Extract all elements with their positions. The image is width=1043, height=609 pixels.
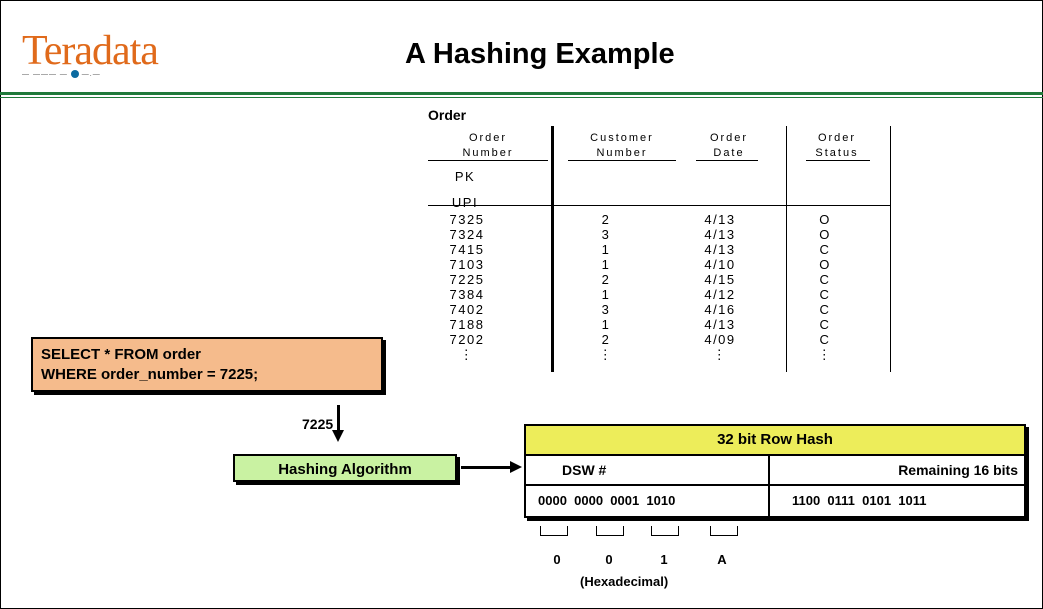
header-line: Status — [815, 147, 859, 159]
table-caption: Order — [428, 107, 467, 123]
table-cell: 7202 — [449, 332, 485, 347]
header-line: Order — [468, 132, 508, 144]
header-underline — [568, 160, 676, 161]
hex-digit: 0 — [553, 552, 561, 567]
pk-label: PK — [454, 169, 476, 184]
pk-row-divider — [428, 205, 890, 206]
dsw-label: DSW # — [562, 456, 762, 486]
table-cell: 7188 — [449, 317, 485, 332]
header-line: Order — [817, 132, 857, 144]
logo-tagline-graphic: — ——— — —.— — [22, 70, 101, 78]
nibble-bracket — [596, 526, 624, 536]
table-cell: 4/09 — [704, 332, 736, 347]
row-hash-title: 32 bit Row Hash — [526, 426, 1024, 456]
pk-upi-labels: PK UPI — [440, 164, 490, 216]
table-cell: 4/13 — [704, 227, 736, 242]
header-line: Number — [462, 147, 514, 159]
sql-line: SELECT * FROM order — [41, 346, 202, 363]
input-value-label: 7225 — [302, 416, 334, 432]
table-cell: 7225 — [449, 272, 485, 287]
table-cell: ⋮ — [459, 347, 475, 362]
upi-label: UPI — [451, 195, 479, 210]
table-cell: 4/15 — [704, 272, 736, 287]
table-cell: 1 — [601, 317, 611, 332]
col-header-customer-number: Customer Number — [562, 131, 682, 161]
dsw-bits: 0000 0000 0001 1010 — [538, 493, 676, 508]
table-cell: C — [819, 287, 831, 302]
slide-title: A Hashing Example — [405, 38, 675, 70]
table-cell: 1 — [601, 257, 611, 272]
table-cell: 1 — [601, 242, 611, 257]
table-cell: 4/12 — [704, 287, 736, 302]
col-header-order-number: Order Number — [428, 131, 548, 161]
nibble-bracket — [651, 526, 679, 536]
table-cell: O — [819, 212, 831, 227]
header-line: Order — [709, 132, 749, 144]
title-rule-thin — [0, 97, 1043, 98]
nibble-bracket — [710, 526, 738, 536]
hashing-algorithm-box: Hashing Algorithm — [233, 454, 457, 482]
table-cell: 4/16 — [704, 302, 736, 317]
column-separator — [551, 126, 554, 372]
header-line: Date — [713, 147, 745, 159]
table-cell: 3 — [601, 302, 611, 317]
col-header-order-status: Order Status — [792, 131, 882, 161]
table-cell: C — [819, 302, 831, 317]
header-underline — [428, 160, 548, 161]
table-cell: 4/13 — [704, 242, 736, 257]
down-arrow-head-icon — [332, 430, 344, 442]
header-underline — [696, 160, 758, 161]
title-rule — [0, 92, 1043, 95]
hex-caption: (Hexadecimal) — [580, 574, 669, 589]
col-header-order-date: Order Date — [683, 131, 775, 161]
hex-digit: 0 — [605, 552, 613, 567]
table-cell: ⋮ — [817, 347, 833, 362]
table-cell: 3 — [601, 227, 611, 242]
table-cell: 7384 — [449, 287, 485, 302]
row-hash-box: 32 bit Row Hash DSW # Remaining 16 bits … — [524, 424, 1026, 518]
header-underline — [806, 160, 870, 161]
remaining-bits: 1100 0111 0101 1011 — [792, 493, 927, 508]
hex-digit: 1 — [660, 552, 668, 567]
table-cell: C — [819, 317, 831, 332]
remaining-bits-label: Remaining 16 bits — [770, 456, 1024, 486]
table-cell: 7325 — [449, 212, 485, 227]
sql-query-box: SELECT * FROM order WHERE order_number =… — [31, 337, 383, 392]
column-separator — [786, 126, 787, 372]
table-cell: C — [819, 332, 831, 347]
table-cell: 4/10 — [704, 257, 736, 272]
table-cell: 7103 — [449, 257, 485, 272]
down-arrow-icon — [337, 405, 340, 433]
table-cell: 1 — [601, 287, 611, 302]
header-line: Number — [596, 147, 648, 159]
table-cell: ⋮ — [598, 347, 614, 362]
table-cell: 7415 — [449, 242, 485, 257]
table-cell: C — [819, 242, 831, 257]
table-cell: 4/13 — [704, 212, 736, 227]
teradata-logo: Teradata — ——— — —.— — [22, 30, 182, 92]
table-cell: ⋮ — [712, 347, 728, 362]
right-arrow-icon — [461, 466, 513, 469]
nibble-bracket — [540, 526, 568, 536]
column-separator — [890, 126, 891, 372]
table-cell: 4/13 — [704, 317, 736, 332]
hex-digit: A — [717, 552, 727, 567]
table-cell: 2 — [601, 332, 611, 347]
table-cell: C — [819, 272, 831, 287]
header-line: Customer — [590, 132, 654, 144]
row-hash-divider — [768, 456, 770, 516]
table-cell: 2 — [601, 272, 611, 287]
sql-line: WHERE order_number = 7225; — [41, 366, 259, 383]
table-cell: 2 — [601, 212, 611, 227]
table-cell: O — [819, 257, 831, 272]
table-cell: O — [819, 227, 831, 242]
table-cell: 7402 — [449, 302, 485, 317]
logo-wordmark: Teradata — [22, 28, 159, 74]
table-cell: 7324 — [449, 227, 485, 242]
right-arrow-head-icon — [510, 461, 522, 473]
